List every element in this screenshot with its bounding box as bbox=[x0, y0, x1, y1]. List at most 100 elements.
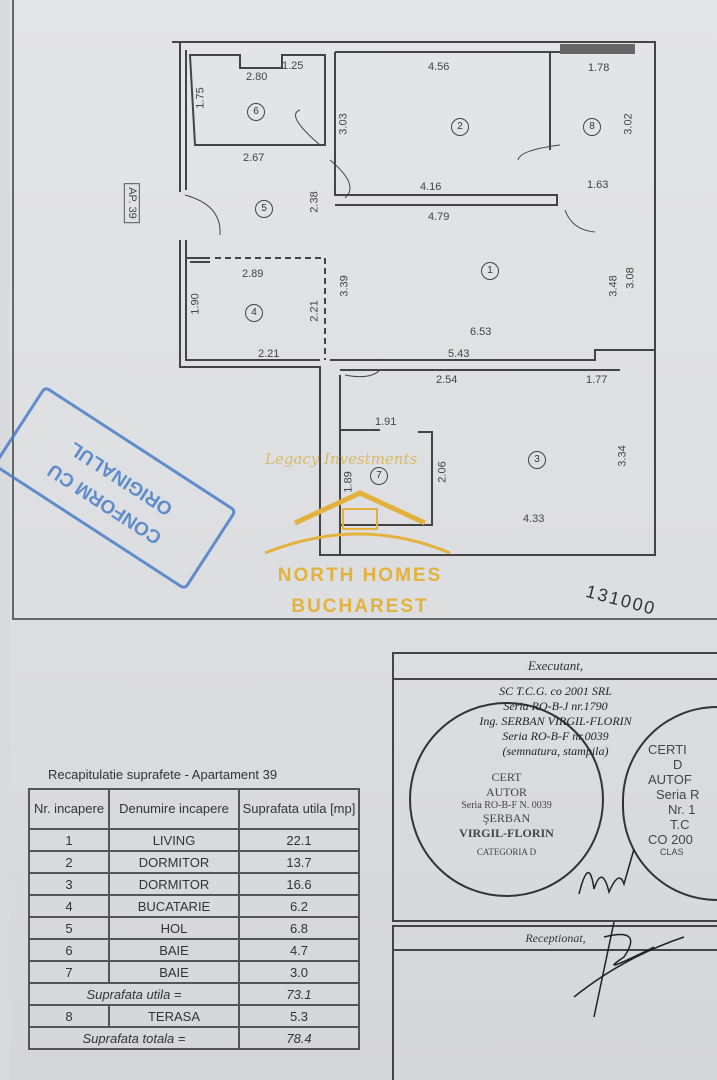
cell-name: LIVING bbox=[108, 828, 240, 852]
dim-label: 3.03 bbox=[337, 113, 350, 135]
recap-table: Nr. incapere Denumire incapere Suprafata… bbox=[28, 788, 360, 1050]
dim-label: 2.21 bbox=[308, 300, 321, 322]
watermark-line2: BUCHAREST bbox=[291, 596, 429, 617]
receptionat-heading: Receptionat, bbox=[394, 927, 717, 951]
cell-name: TERASA bbox=[108, 1004, 240, 1028]
outer-wall bbox=[172, 41, 656, 556]
subtotal-value: 73.1 bbox=[238, 982, 360, 1006]
total-row: Suprafata totala = 78.4 bbox=[28, 1026, 360, 1050]
cell-name: DORMITOR bbox=[108, 850, 240, 874]
table-header-row: Nr. incapere Denumire incapere Suprafata… bbox=[28, 788, 360, 830]
room-3-marker: 3 bbox=[528, 451, 546, 469]
dim-label: 2.89 bbox=[242, 268, 264, 280]
dim-label: 4.33 bbox=[523, 513, 545, 525]
dim-label: 2.54 bbox=[436, 374, 458, 386]
cell-nr: 3 bbox=[28, 872, 110, 896]
cell-area: 4.7 bbox=[238, 938, 360, 962]
seal-text: CERTI bbox=[648, 742, 687, 757]
dim-label: 3.39 bbox=[338, 275, 351, 297]
room-4-marker: 4 bbox=[245, 304, 263, 322]
seal-text: ŞERBAN bbox=[482, 811, 531, 825]
dim-label: 3.08 bbox=[624, 267, 637, 289]
dim-label: 4.56 bbox=[428, 61, 450, 73]
cell-nr: 1 bbox=[28, 828, 110, 852]
dim-label: 3.34 bbox=[616, 445, 629, 467]
seal-text: D bbox=[673, 757, 683, 772]
wall-bath7 bbox=[340, 429, 433, 526]
cell-nr: 6 bbox=[28, 938, 110, 962]
header-area: Suprafata utila [mp] bbox=[238, 788, 360, 830]
executant-line: (semnatura, stampila) bbox=[502, 744, 609, 758]
dim-label: 5.43 bbox=[448, 348, 470, 360]
apartment-label: AP. 39 bbox=[123, 183, 140, 223]
total-label: Suprafata totala = bbox=[28, 1026, 240, 1050]
executant-details: SC T.C.G. co 2001 SRL Seria RO-B-J nr.17… bbox=[394, 684, 717, 759]
receptionat-box: Receptionat, bbox=[392, 921, 717, 1080]
cell-area: 16.6 bbox=[238, 872, 360, 896]
dim-label: 2.67 bbox=[243, 152, 265, 164]
cell-area: 6.2 bbox=[238, 894, 360, 918]
dim-label: 1.90 bbox=[189, 293, 202, 315]
watermark-script: Legacy Investments bbox=[265, 450, 418, 468]
total-value: 78.4 bbox=[238, 1026, 360, 1050]
company-seal: CERTI D AUTOF Seria R Nr. 1 T.C CO 200 C… bbox=[622, 706, 717, 901]
executant-line: Seria RO-B-F nr.0039 bbox=[502, 729, 609, 743]
wall-bath6 bbox=[188, 54, 326, 146]
executant-line: Seria RO-B-J nr.1790 bbox=[503, 699, 608, 713]
engineer-seal: CERT AUTOR Seria RO-B-F N. 0039 ŞERBAN V… bbox=[409, 702, 604, 897]
cell-area: 22.1 bbox=[238, 828, 360, 852]
header-name: Denumire incapere bbox=[108, 788, 240, 830]
dim-label: 2.06 bbox=[436, 461, 449, 483]
executant-heading: Executant, bbox=[394, 654, 717, 680]
executant-box: Executant, CERT AUTOR Seria RO-B-F N. 00… bbox=[392, 652, 717, 922]
room-8-marker: 8 bbox=[583, 118, 601, 136]
seal-text: CATEGORIA D bbox=[476, 847, 537, 857]
dim-label: 1.25 bbox=[282, 60, 304, 72]
door-arcs bbox=[184, 109, 596, 378]
cell-area: 13.7 bbox=[238, 850, 360, 874]
dim-label: 3.48 bbox=[607, 275, 620, 297]
cell-nr: 5 bbox=[28, 916, 110, 940]
watermark-house-logo bbox=[265, 490, 451, 555]
seal-text: AUTOF bbox=[648, 772, 692, 787]
dim-label: 1.75 bbox=[194, 87, 207, 109]
plan-frame bbox=[12, 0, 717, 620]
room-6-marker: 6 bbox=[247, 103, 265, 121]
dim-label: 1.77 bbox=[586, 374, 608, 386]
table-row: 8 TERASA 5.3 bbox=[28, 1004, 360, 1028]
dim-label: 4.79 bbox=[428, 211, 450, 223]
receptionat-signature bbox=[573, 921, 685, 1018]
subtotal-label: Suprafata utila = bbox=[28, 982, 240, 1006]
dim-label: 2.21 bbox=[258, 348, 280, 360]
room-2-marker: 2 bbox=[451, 118, 469, 136]
floor-plan bbox=[172, 41, 656, 556]
terrace-hatch bbox=[560, 44, 635, 54]
cell-nr: 2 bbox=[28, 850, 110, 874]
executant-line: Ing. SERBAN VIRGIL-FLORIN bbox=[479, 714, 632, 728]
watermark-line1: NORTH HOMES bbox=[277, 565, 443, 586]
signature bbox=[578, 848, 635, 895]
room-5-marker: 5 bbox=[255, 200, 273, 218]
seal-text: Seria R bbox=[656, 787, 700, 802]
wall-kitchen bbox=[185, 257, 210, 263]
seal-text: T.C bbox=[670, 817, 690, 832]
dim-label: 3.02 bbox=[622, 113, 635, 135]
dim-label: 4.16 bbox=[420, 181, 442, 193]
dim-label: 6.53 bbox=[470, 326, 492, 338]
cell-nr: 8 bbox=[28, 1004, 110, 1028]
dim-label: 1.63 bbox=[587, 179, 609, 191]
seal-text: Seria RO-B-F N. 0039 bbox=[461, 800, 552, 811]
executant-line: SC T.C.G. co 2001 SRL bbox=[499, 684, 612, 698]
cell-name: BAIE bbox=[108, 938, 240, 962]
room-1-marker: 1 bbox=[481, 262, 499, 280]
dashed-wall bbox=[215, 257, 326, 360]
dim-label: 2.80 bbox=[246, 71, 268, 83]
dim-label: 1.91 bbox=[375, 416, 397, 428]
